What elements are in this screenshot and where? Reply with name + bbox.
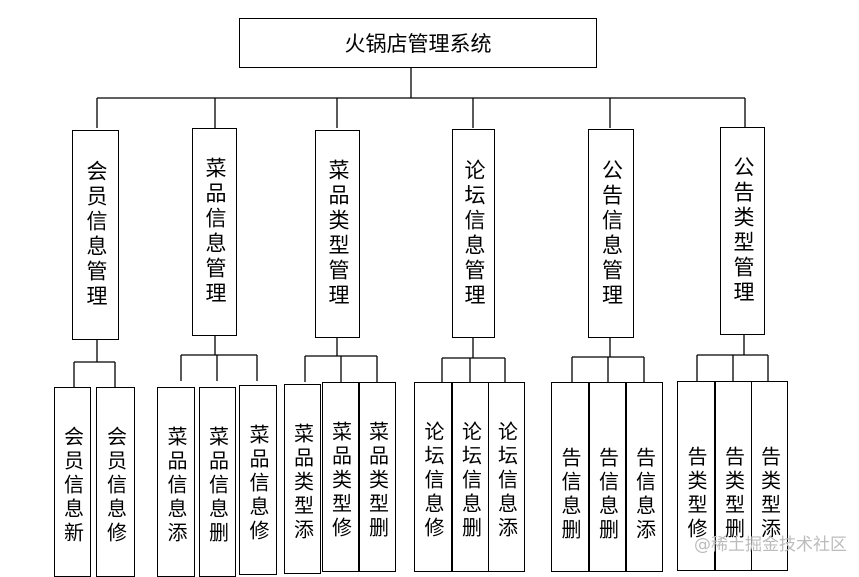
leaf-label: 论坛信息添	[494, 421, 519, 541]
leaf-node: 告信息删	[589, 382, 626, 572]
leaf-label: 菜品类型添	[290, 423, 315, 543]
leaf-label: 告信息删	[558, 447, 582, 543]
leaf-label: 告类型修	[684, 446, 708, 542]
leaf-label: 论坛信息修	[421, 421, 445, 541]
module-node: 公告类型管理	[720, 127, 765, 335]
leaf-label: 菜品类型修	[328, 421, 353, 541]
leaf-node: 告类型删	[715, 381, 752, 571]
leaf-node: 菜品类型修	[322, 382, 359, 572]
leaf-label: 告类型删	[721, 446, 746, 542]
leaf-label: 告信息删	[595, 447, 620, 543]
leaf-node: 论坛信息添	[488, 382, 525, 572]
module-node: 菜品信息管理	[192, 128, 237, 336]
org-chart: 火锅店管理系统 会员信息管理 菜品信息管理 菜品类型管理 论坛信息管理 公告信息…	[54, 18, 847, 577]
module-label: 公告类型管理	[731, 156, 755, 306]
leaf-node: 菜品类型添	[284, 384, 321, 574]
module-label: 菜品信息管理	[203, 157, 227, 307]
leaf-label: 会员信息修	[103, 426, 128, 546]
leaf-node: 菜品信息添	[157, 387, 195, 577]
connector-lines	[73, 68, 769, 388]
root-label: 火锅店管理系统	[344, 32, 492, 56]
module-label: 论坛信息管理	[462, 158, 486, 309]
module-label: 公告信息管理	[599, 158, 624, 309]
leaf-node: 论坛信息删	[452, 382, 489, 572]
leaf-node: 告类型添	[751, 381, 788, 571]
leaf-node: 会员信息修	[96, 387, 135, 577]
leaf-node: 菜品类型删	[359, 382, 396, 572]
module-label: 会员信息管理	[84, 160, 108, 310]
leaf-label: 菜品信息添	[164, 426, 188, 546]
leaf-node: 会员信息新	[54, 387, 91, 577]
leaf-node: 告信息添	[626, 382, 663, 572]
module-node: 论坛信息管理	[452, 129, 495, 338]
leaf-label: 菜品信息修	[246, 424, 270, 544]
leaf-label: 告信息添	[632, 447, 657, 543]
leaf-node: 菜品信息删	[199, 387, 236, 577]
leaf-label: 菜品信息删	[205, 426, 230, 546]
module-label: 菜品类型管理	[326, 159, 350, 309]
leaf-label: 会员信息新	[60, 426, 85, 546]
leaf-node: 告信息删	[551, 382, 589, 572]
leaf-label: 告类型添	[757, 446, 782, 542]
module-node: 公告信息管理	[588, 129, 634, 338]
leaf-label: 菜品类型删	[365, 421, 390, 541]
module-node: 会员信息管理	[72, 130, 119, 340]
leaf-node: 告类型修	[677, 381, 715, 571]
leaf-node: 菜品信息修	[239, 385, 277, 575]
leaf-label: 论坛信息删	[458, 421, 483, 541]
module-node: 菜品类型管理	[315, 130, 360, 338]
root-node: 火锅店管理系统	[239, 18, 597, 68]
leaf-node: 论坛信息修	[414, 382, 452, 572]
